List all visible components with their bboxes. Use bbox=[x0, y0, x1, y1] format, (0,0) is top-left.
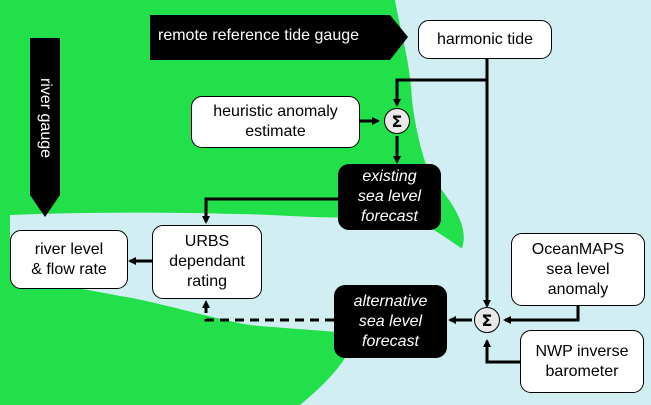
urbs-rating-box: URBS dependant rating bbox=[152, 225, 262, 299]
sum-icon-upper: Σ bbox=[384, 108, 410, 134]
heuristic-anomaly-box: heuristic anomaly estimate bbox=[191, 96, 360, 148]
harmonic-tide-box: harmonic tide bbox=[418, 20, 552, 59]
river-gauge-label: river gauge bbox=[37, 77, 54, 159]
arrow-harmonic-to-sum-upper bbox=[393, 58, 489, 107]
oceanmaps-box: OceanMAPS sea level anomaly bbox=[511, 233, 645, 306]
nwp-barometer-box: NWP inverse barometer bbox=[520, 330, 644, 393]
arrow-alternative-to-urbs bbox=[202, 300, 334, 322]
connectors bbox=[128, 58, 580, 364]
river-level-box: river level & flow rate bbox=[10, 230, 128, 289]
arrow-nwp-to-sum bbox=[483, 339, 520, 364]
arrow-existing-to-urbs bbox=[202, 197, 338, 224]
remote-gauge-banner bbox=[150, 15, 408, 60]
alternative-forecast-box: alternative sea level forecast bbox=[334, 285, 447, 358]
sum-icon-lower: Σ bbox=[474, 307, 500, 333]
arrow-oceanmaps-to-sum bbox=[503, 306, 580, 324]
remote-gauge-label: remote reference tide gauge bbox=[158, 27, 360, 44]
existing-forecast-box: existing sea level forecast bbox=[338, 164, 441, 230]
river-gauge-banner bbox=[30, 38, 60, 217]
